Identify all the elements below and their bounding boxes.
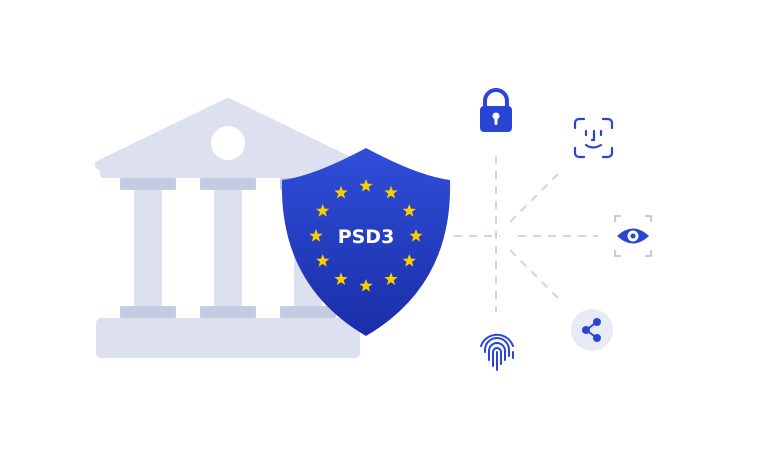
eu-star-icon [316, 254, 330, 267]
eu-star-icon [359, 279, 373, 292]
eu-star-icon [316, 204, 330, 217]
eu-star-icon [309, 229, 323, 242]
fingerprint-icon [480, 333, 514, 371]
face-id-icon [573, 117, 614, 159]
eu-star-icon [334, 272, 348, 285]
eye-scan-icon [614, 215, 652, 257]
eu-stars-icon [309, 179, 423, 292]
share-icon [571, 309, 613, 351]
psd3-shield: PSD3 [281, 148, 451, 336]
eu-star-icon [409, 229, 423, 242]
eu-star-icon [384, 185, 398, 199]
eu-star-icon [402, 254, 416, 267]
padlock-icon [480, 88, 512, 132]
eu-star-icon [359, 179, 373, 192]
connector-lines [454, 156, 598, 312]
eu-star-icon [334, 185, 348, 199]
shield-label: PSD3 [338, 226, 395, 248]
eu-star-icon [384, 272, 398, 285]
eu-star-icon [402, 204, 416, 217]
